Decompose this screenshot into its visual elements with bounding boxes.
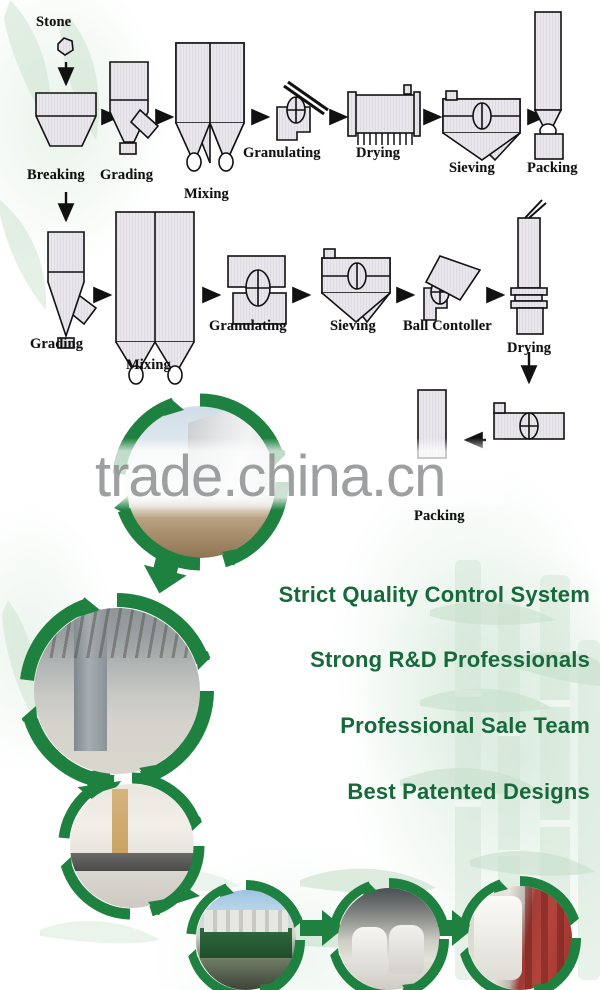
green-ring-icon bbox=[328, 878, 450, 990]
green-ring-icon bbox=[186, 880, 306, 990]
label-mixing-2: Mixing bbox=[126, 357, 171, 373]
green-ring-icon bbox=[458, 876, 582, 990]
label-packing-2: Packing bbox=[414, 508, 465, 524]
feature-item-2: Strong R&D Professionals bbox=[310, 647, 590, 672]
green-ring-icon bbox=[58, 772, 205, 920]
label-sieving-2: Sieving bbox=[330, 318, 376, 334]
label-grading-2: Grading bbox=[30, 336, 84, 352]
label-stone: Stone bbox=[36, 14, 72, 30]
label-granulating-1: Granulating bbox=[243, 145, 321, 161]
production-flow-diagram: Stone Breaking Grading Mixing Granulatin… bbox=[27, 11, 578, 524]
feature-item-1: Strict Quality Control System bbox=[278, 582, 590, 607]
label-grading-1: Grading bbox=[100, 167, 154, 183]
site-watermark: trade.china.cn bbox=[95, 444, 446, 509]
label-sieving-1: Sieving bbox=[449, 160, 495, 176]
watermark-band bbox=[92, 438, 504, 510]
feature-list: Strict Quality Control System Strong R&D… bbox=[232, 580, 600, 803]
feature-item-4: Best Patented Designs bbox=[347, 779, 590, 804]
label-ball-controller: Ball Contoller bbox=[403, 318, 492, 334]
label-drying-2: Drying bbox=[507, 340, 552, 356]
label-drying-1: Drying bbox=[356, 145, 401, 161]
loading-truck-photo bbox=[186, 880, 306, 990]
laboratory-photo bbox=[58, 772, 206, 920]
container-loading-photo bbox=[458, 876, 582, 990]
label-breaking: Breaking bbox=[27, 167, 85, 183]
jumbo-bags-photo bbox=[328, 878, 450, 990]
production-line-photo bbox=[18, 592, 216, 790]
green-ring-icon bbox=[20, 593, 214, 789]
label-packing-1: Packing bbox=[527, 160, 578, 176]
label-mixing-1: Mixing bbox=[184, 186, 229, 202]
label-granulating-2: Granulating bbox=[209, 318, 287, 334]
feature-item-3: Professional Sale Team bbox=[340, 713, 590, 738]
